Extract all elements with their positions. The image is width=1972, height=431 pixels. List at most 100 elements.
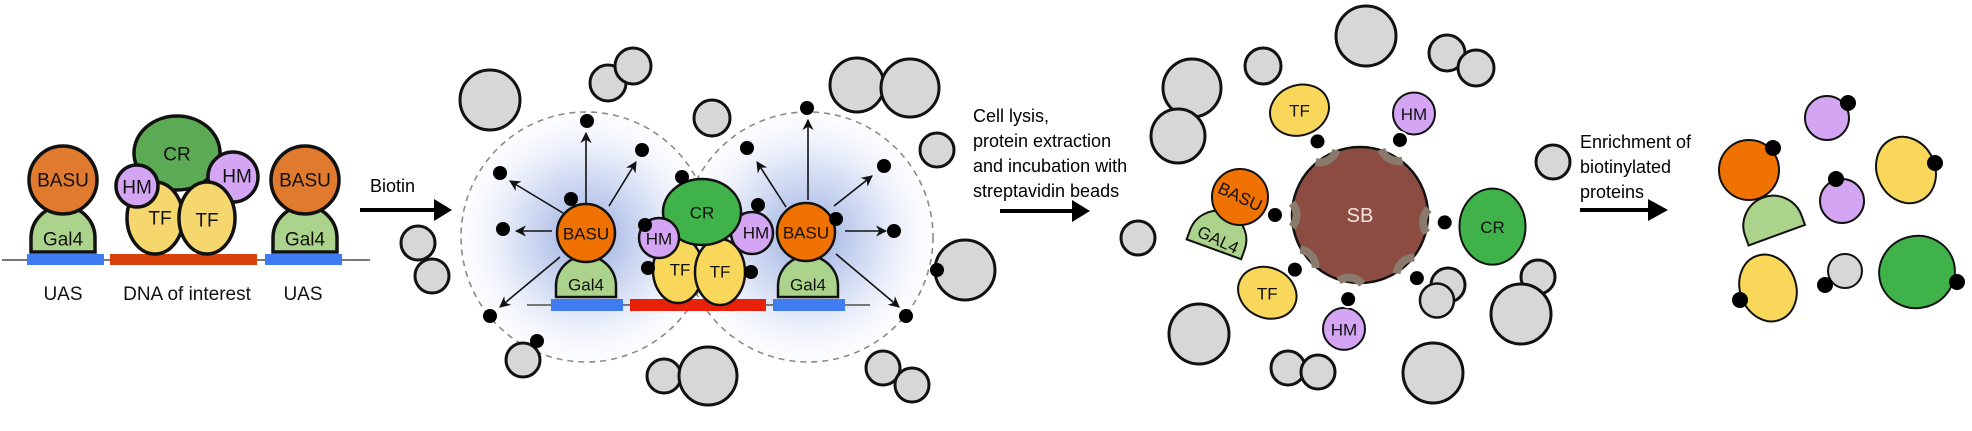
- cr-label: CR: [163, 145, 190, 166]
- step3-line-1: Enrichment of: [1580, 132, 1692, 152]
- cr-2-protein: [661, 177, 743, 247]
- biotin-icon: [1310, 134, 1325, 149]
- biotin-labeling-arrows: [499, 118, 900, 308]
- biotin-icon: [635, 143, 649, 157]
- tf-3-label: TF: [1257, 284, 1278, 303]
- other-protein: [1299, 353, 1337, 391]
- cr-protein: [132, 114, 222, 192]
- basu-2-left-label: BASU: [563, 225, 609, 244]
- biotin-icon: [675, 170, 689, 184]
- uas-right-label: UAS: [283, 284, 322, 305]
- biotin-icon: [1392, 132, 1407, 147]
- other-protein: [1167, 302, 1231, 366]
- biotin-icon: [1949, 274, 1965, 290]
- biotin-icon: [1409, 271, 1424, 286]
- biotin-icon: [1817, 277, 1833, 293]
- label-arrow: [499, 256, 561, 308]
- biotin-icon: [887, 224, 901, 238]
- biotin-label: Biotin: [370, 176, 415, 196]
- cr-2-label: CR: [690, 204, 715, 223]
- other-proteins-panel3: [1119, 4, 1572, 405]
- label-arrow: [833, 175, 873, 207]
- tf-3-label: TF: [1289, 102, 1310, 121]
- basu-2-right-label: BASU: [783, 224, 829, 243]
- other-protein: [879, 57, 941, 119]
- dna-of-interest-label: DNA of interest: [123, 284, 251, 305]
- hm-protein-left: [114, 163, 160, 209]
- basu-4: [1718, 139, 1780, 201]
- tf-2-2-label: TF: [710, 263, 731, 282]
- biotin-icon: [800, 101, 814, 115]
- basu-left-label: BASU: [37, 171, 89, 192]
- dna-of-interest-bar-2: [630, 299, 766, 311]
- other-protein-captured: [1418, 282, 1456, 319]
- other-protein: [399, 224, 437, 262]
- tf-1-label: TF: [148, 209, 171, 230]
- biotin-icon: [1341, 292, 1356, 307]
- basu-2-left: [555, 202, 617, 264]
- step3-line-3: proteins: [1580, 182, 1644, 202]
- biotin-icon: [580, 114, 594, 128]
- uas-left-bar: [27, 254, 104, 265]
- step3-line-2: biotinylated: [1580, 157, 1671, 177]
- biotin-icon: [638, 218, 652, 232]
- other-protein: [413, 257, 451, 295]
- step2-line-4: streptavidin beads: [973, 181, 1119, 201]
- streptavidin-icon: [1419, 206, 1432, 236]
- biotin-icon: [641, 261, 655, 275]
- label-arrow: [835, 253, 900, 308]
- other-protein: [864, 349, 902, 387]
- biotin-icon: [829, 212, 843, 226]
- tf-3-captured: [1269, 83, 1330, 137]
- other-protein: [458, 68, 522, 132]
- hm-3-captured: [1391, 91, 1436, 136]
- uas-left-label: UAS: [43, 284, 82, 305]
- biotin-icon: [564, 192, 578, 206]
- basu-right: [269, 144, 341, 216]
- step2-line-1: Cell lysis,: [973, 106, 1049, 126]
- streptavidin-icon: [1299, 245, 1320, 269]
- other-protein: [613, 46, 653, 86]
- biotin-icon: [877, 159, 891, 173]
- gal4-domain-4: [1742, 194, 1807, 247]
- hm-4-top: [1804, 95, 1850, 141]
- biotin-icon: [740, 141, 754, 155]
- biotin-icon: [1828, 171, 1844, 187]
- other-protein: [1243, 46, 1283, 86]
- other-protein: [504, 341, 542, 379]
- uas-right-bar-2: [773, 299, 845, 311]
- biotin-icon: [496, 222, 510, 236]
- other-protein-4: [1827, 253, 1863, 289]
- other-protein: [918, 131, 956, 169]
- tf-protein-2: [177, 180, 237, 256]
- other-proteins-panel2: [399, 46, 997, 407]
- step2-arrow-head: [1072, 200, 1090, 222]
- streptavidin-icon: [1392, 253, 1415, 275]
- streptavidin-icon: [1377, 147, 1404, 166]
- label-arrow: [608, 161, 637, 207]
- other-protein: [677, 345, 739, 407]
- hm-2-left-label: HM: [646, 230, 672, 249]
- cr-4: [1878, 234, 1956, 310]
- hm-4-mid: [1819, 178, 1865, 224]
- panel-proximity-labeling: Gal4 BASU Gal4 BASU HM TF TF CR HM: [399, 46, 997, 407]
- cr-3-captured: [1458, 187, 1527, 266]
- tf-4-bottom: [1738, 253, 1798, 323]
- gal4-2-left-label: Gal4: [568, 276, 604, 295]
- other-protein: [1401, 341, 1465, 405]
- label-arrow: [756, 161, 787, 208]
- panel-initial-complex: Gal4 BASU Gal4 BASU CR HM TF TF HM UAS D…: [2, 114, 370, 305]
- basu-left: [27, 144, 99, 216]
- biotin-icon: [1927, 155, 1943, 171]
- other-protein: [1534, 143, 1572, 181]
- hm-right-label: HM: [222, 167, 252, 188]
- streptavidin-icon: [1288, 200, 1301, 230]
- biotin-icon: [751, 198, 765, 212]
- hm-3-label: HM: [1331, 320, 1357, 339]
- other-protein: [1489, 282, 1553, 346]
- basu-2-right: [775, 201, 837, 263]
- tf-3-captured: [1237, 265, 1298, 320]
- biotin-icon: [899, 309, 913, 323]
